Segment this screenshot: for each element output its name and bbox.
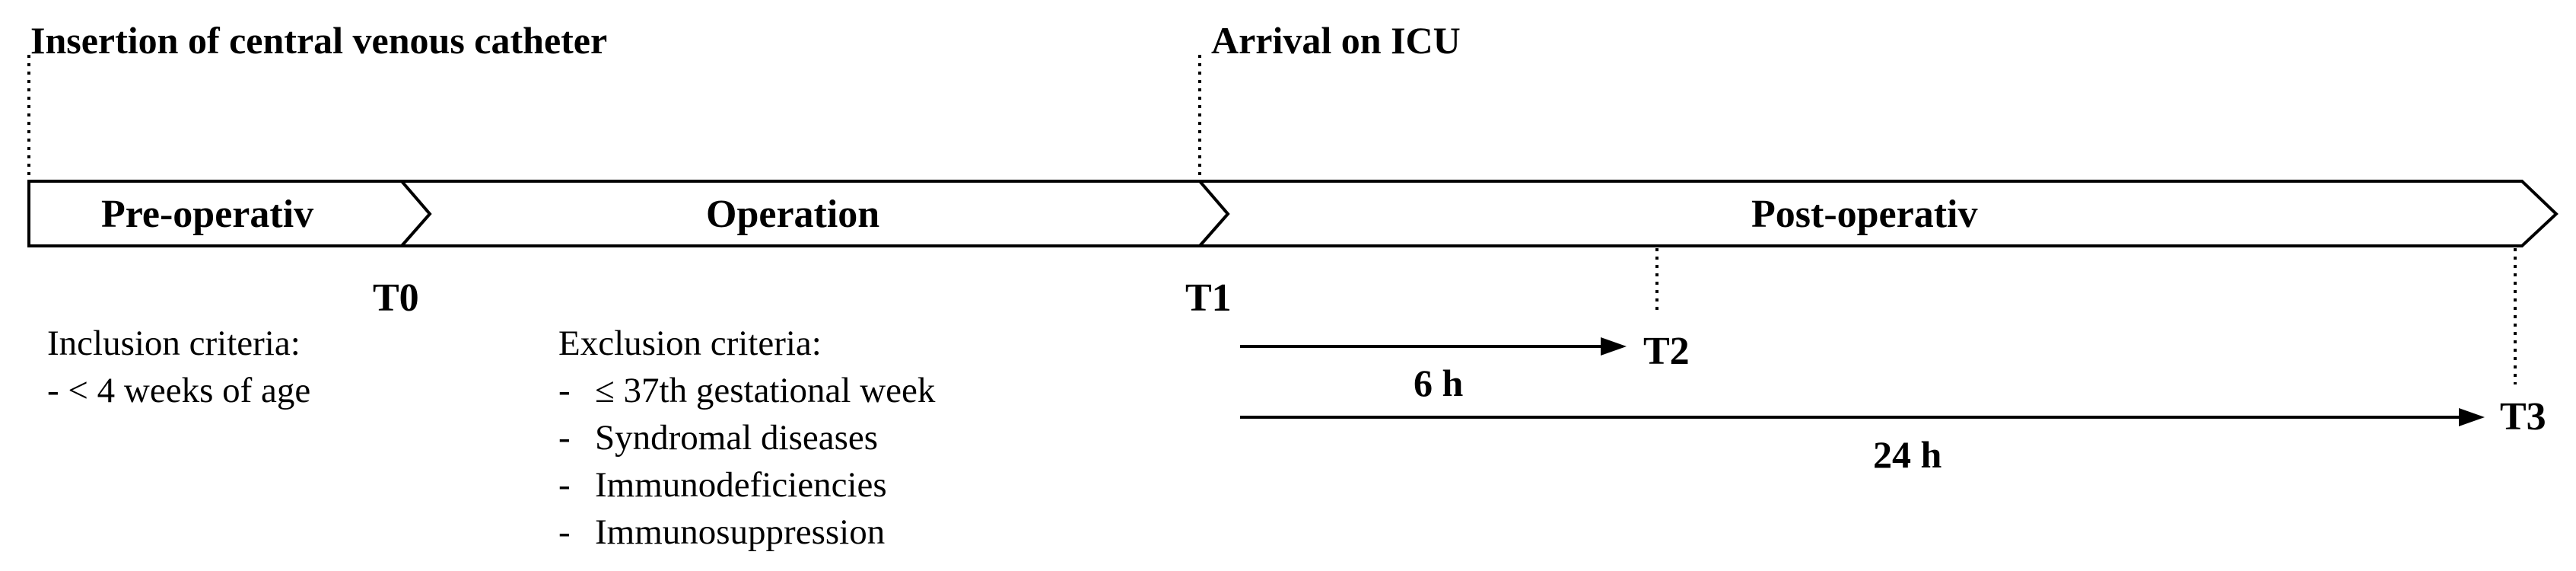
exclusion-criteria-item: -Immunodeficiencies (558, 465, 887, 505)
icu-arrival-label: Arrival on ICU (1211, 19, 1461, 62)
exclusion-criteria-item: -Syndromal diseases (558, 418, 879, 458)
twenty-four-hour-arrow-head (2459, 408, 2485, 426)
phase-label-post-operativ: Post-operativ (1751, 193, 1978, 236)
inclusion-criteria-title: Inclusion criteria: (47, 324, 301, 363)
timepoint-t3: T3 (2500, 395, 2546, 439)
duration-6h-label: 6 h (1414, 362, 1464, 404)
inclusion-criteria: Inclusion criteria: - < 4 weeks of age (47, 320, 310, 414)
inclusion-criteria-item: - < 4 weeks of age (47, 371, 311, 410)
exclusion-criteria-item: -Immunosuppression (558, 512, 886, 552)
six-hour-arrow-head (1601, 337, 1627, 356)
catheter-insertion-label: Insertion of central venous catheter (30, 19, 608, 62)
exclusion-criteria-list: -≤ 37th gestational week -Syndromal dise… (558, 367, 935, 556)
exclusion-criteria: Exclusion criteria: -≤ 37th gestational … (558, 320, 935, 556)
timepoint-t0: T0 (373, 276, 419, 320)
duration-24h-label: 24 h (1873, 433, 1942, 476)
exclusion-criteria-item: -≤ 37th gestational week (558, 371, 936, 410)
phase-label-operation: Operation (706, 193, 880, 236)
exclusion-criteria-title: Exclusion criteria: (558, 324, 822, 363)
inclusion-criteria-list: - < 4 weeks of age (47, 367, 310, 414)
post-operativ-phase (1196, 180, 2559, 247)
timepoint-t1: T1 (1185, 276, 1232, 320)
timepoint-t2: T2 (1643, 330, 1690, 373)
phase-label-pre-operativ: Pre-operativ (101, 193, 314, 236)
